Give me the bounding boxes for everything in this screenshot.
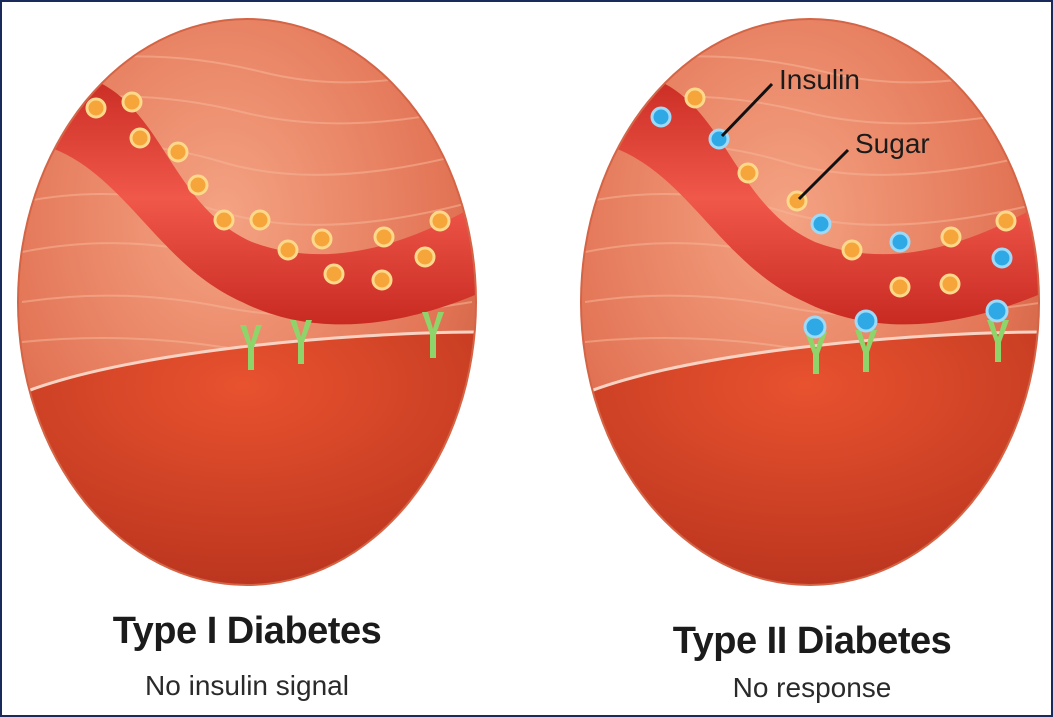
panel-type1-subtitle: No insulin signal <box>42 670 452 702</box>
panel-type2-illustration <box>565 12 1045 602</box>
insulin-label: Insulin <box>779 64 860 96</box>
panel-type2-title: Type II Diabetes <box>592 620 1032 663</box>
panel-type1-title: Type I Diabetes <box>42 610 452 653</box>
panel-type1-illustration <box>2 12 482 602</box>
panel-type2-subtitle: No response <box>592 672 1032 704</box>
sugar-label: Sugar <box>855 128 930 160</box>
